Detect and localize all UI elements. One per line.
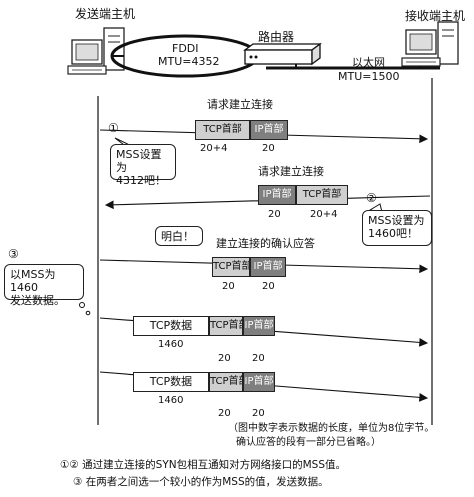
ack-label: 建立连接的确认应答	[216, 237, 315, 250]
step3-number: ③	[8, 247, 19, 261]
length-note-line1: （图中数字表示数据的长度，单位为8位字节。	[228, 423, 435, 434]
step2-label: 请求建立连接	[258, 165, 324, 178]
data1-payload: TCP数据	[133, 316, 209, 336]
data2-tcp-length: 20	[218, 408, 231, 419]
step2-number: ②	[366, 191, 377, 205]
ethernet-mtu-label: MTU=1500	[338, 70, 400, 83]
step1-tcp-length: 20+4	[200, 143, 228, 154]
step1-label: 请求建立连接	[207, 98, 273, 111]
step2-callout: MSS设置为 1460吧！	[362, 210, 432, 246]
footnote-1: ①② 通过建立连接的SYN包相互通知对方网络接口的MSS值。	[60, 459, 346, 471]
sender-host-label: 发送端主机	[75, 7, 136, 21]
fddi-mtu-label: MTU=4352	[158, 55, 220, 68]
step3-callout-line1: 以MSS为1460	[10, 268, 56, 294]
step1-callout: MSS设置为 4312吧！	[110, 144, 176, 187]
receiver-host-label: 接收端主机	[405, 9, 466, 23]
data1-ip-header: IP首部	[243, 316, 275, 336]
step2-callout-line1: MSS设置为	[368, 214, 425, 227]
receiver-computer-icon	[401, 21, 459, 67]
sender-computer-icon	[67, 27, 125, 75]
router-label: 路由器	[258, 30, 295, 44]
step1-ip-length: 20	[262, 143, 275, 154]
step2-ip-length: 20	[268, 209, 281, 220]
data2-tcp-header: TCP首部	[209, 372, 243, 392]
ethernet-label: 以太网	[352, 56, 385, 69]
ack-ip-length: 20	[262, 281, 275, 292]
step2-callout-line2: 1460吧！	[368, 227, 418, 240]
data2-payload: TCP数据	[133, 372, 209, 392]
step1-tcp-header: TCP首部	[195, 120, 250, 140]
step2-ip-header: IP首部	[258, 185, 296, 205]
length-note-line2: 确认应答的段有一部分已省略。）	[236, 437, 381, 448]
step2-tcp-length: 20+4	[310, 209, 338, 220]
data2-payload-length: 1460	[158, 395, 184, 406]
step3-callout: 以MSS为1460 发送数据。	[4, 264, 84, 307]
step1-callout-line2: 4312吧！	[116, 174, 166, 187]
ack-tcp-length: 20	[222, 281, 235, 292]
step1-ip-header: IP首部	[250, 120, 288, 140]
step2-tcp-header: TCP首部	[296, 185, 348, 205]
data2-ip-length: 20	[252, 408, 265, 419]
step3-callout-line2: 发送数据。	[10, 294, 65, 307]
ack-reply-callout: 明白！	[155, 226, 203, 246]
router-icon	[243, 42, 322, 66]
data2-ip-header: IP首部	[243, 372, 275, 392]
data1-tcp-length: 20	[218, 353, 231, 364]
data1-payload-length: 1460	[158, 339, 184, 350]
data1-tcp-header: TCP首部	[209, 316, 243, 336]
ack-tcp-header: TCP首部	[212, 257, 250, 277]
ack-ip-header: IP首部	[250, 257, 286, 277]
fddi-label: FDDI	[172, 42, 199, 55]
step1-callout-line1: MSS设置为	[116, 148, 162, 174]
footnote-2: ③ 在两者之间选一个较小的作为MSS的值，发送数据。	[73, 476, 329, 488]
data1-ip-length: 20	[252, 353, 265, 364]
step1-number: ①	[108, 121, 119, 135]
